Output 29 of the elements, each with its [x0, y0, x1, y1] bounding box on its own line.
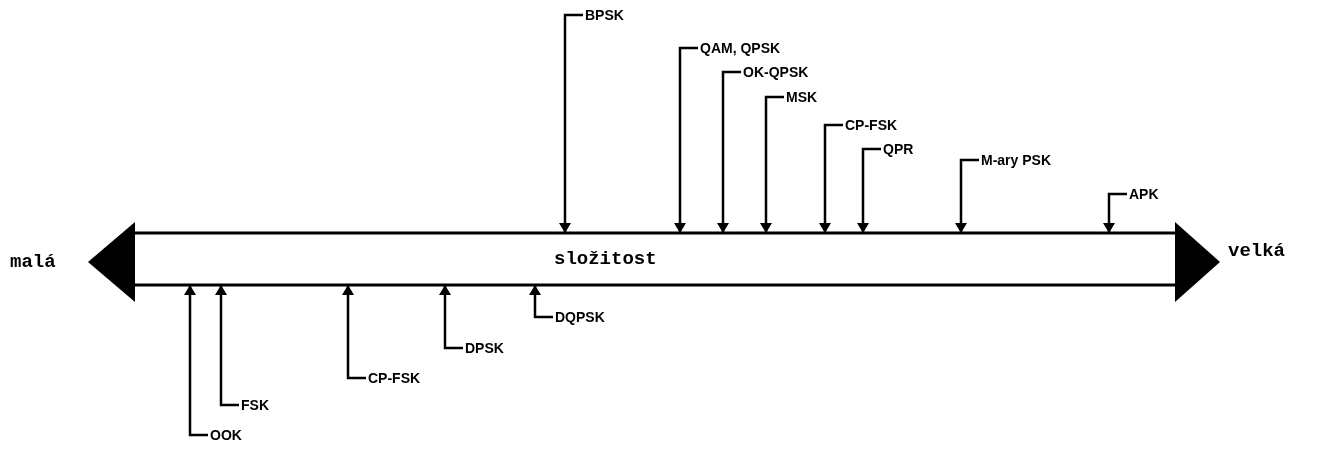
axis-label: složitost: [554, 248, 657, 270]
leader-arrow: [717, 70, 741, 233]
modulation-label: MSK: [786, 89, 818, 105]
modulation-label: DPSK: [465, 340, 504, 356]
modulation-label: OOK: [210, 427, 242, 443]
leader-arrow: [819, 123, 843, 233]
leader-arrow: [559, 13, 583, 233]
leader-arrow: [857, 147, 881, 233]
leader-arrow: [529, 285, 553, 319]
modulation-label: QPR: [883, 141, 914, 157]
leader-arrow: [184, 285, 208, 437]
modulation-label: M-ary PSK: [981, 152, 1052, 168]
leader-arrow: [215, 285, 239, 407]
leader-arrow: [955, 158, 979, 233]
leader-arrow: [1103, 192, 1127, 233]
modulation-label: QAM, QPSK: [700, 40, 781, 56]
leader-arrow: [342, 285, 366, 380]
modulation-label: APK: [1129, 186, 1159, 202]
leader-arrow: [674, 46, 698, 233]
modulation-label: FSK: [241, 397, 269, 413]
modulation-label: DQPSK: [555, 309, 605, 325]
leader-arrow: [439, 285, 463, 350]
modulation-label: CP-FSK: [845, 117, 898, 133]
scale-end-label: malá: [10, 251, 56, 273]
modulation-label: CP-FSK: [368, 370, 421, 386]
scale-end-label: velká: [1228, 240, 1285, 262]
leader-arrow: [760, 95, 784, 233]
modulation-label: BPSK: [585, 7, 624, 23]
modulation-label: OK-QPSK: [743, 64, 809, 80]
